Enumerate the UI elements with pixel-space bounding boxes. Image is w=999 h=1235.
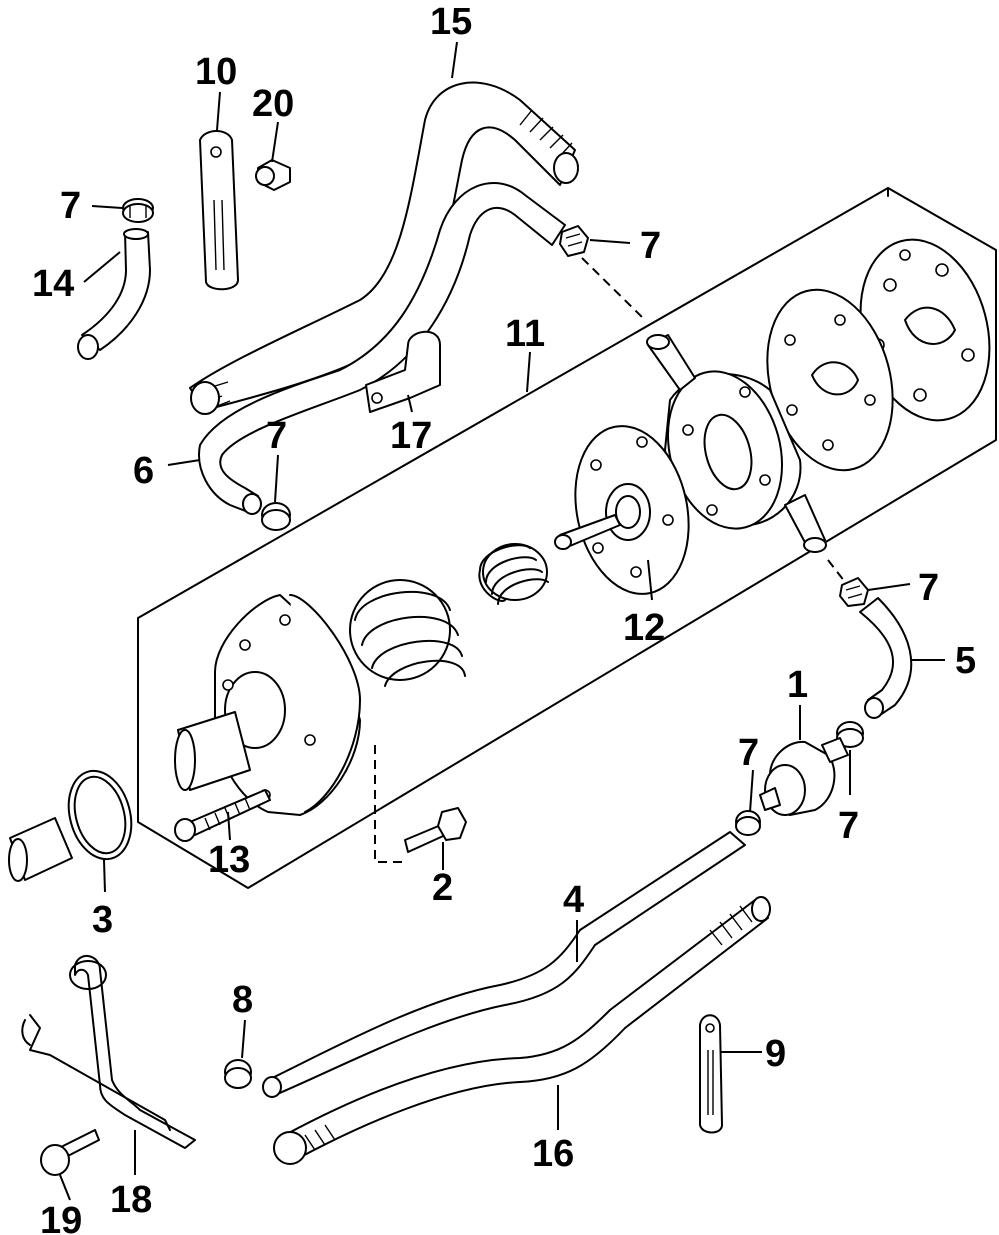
o-ring-3 [67, 769, 133, 861]
hose-5 [859, 597, 913, 719]
diaphragm-12 [554, 425, 690, 595]
bolt-20 [255, 159, 291, 191]
clamp-7-top-left [122, 198, 154, 223]
callout-4: 4 [563, 879, 584, 921]
callout-14: 14 [32, 263, 74, 305]
callout-10: 10 [195, 51, 237, 93]
filter-1 [759, 737, 849, 816]
callout-2: 2 [432, 867, 453, 909]
bolt-2 [404, 807, 467, 853]
callout-7-left-mid: 7 [266, 415, 287, 457]
bolt-19 [40, 1129, 100, 1176]
clamp-7-top-right [559, 225, 589, 257]
dashed-line-right [827, 559, 846, 583]
callout-7-top-right: 7 [640, 225, 661, 267]
callout-20: 20 [252, 83, 294, 125]
fitting-sleeve [8, 817, 73, 882]
leader-lines [59, 41, 945, 1201]
clamp-7-right-mid [839, 577, 869, 607]
large-spring [349, 579, 466, 687]
callout-19: 19 [40, 1200, 82, 1235]
diaphragm-housing [646, 334, 827, 553]
hose-4 [262, 831, 746, 1098]
rear-plate [859, 238, 991, 422]
clip-17 [365, 330, 441, 413]
dashed-line-bolt-2 [374, 745, 405, 863]
callout-11: 11 [505, 313, 545, 355]
hose-6 [198, 181, 566, 515]
callout-3: 3 [92, 899, 113, 941]
dashed-line-top [581, 257, 646, 321]
bracket-9 [699, 1014, 723, 1134]
callout-6: 6 [133, 450, 154, 492]
assembly-box [137, 187, 997, 889]
callout-15: 15 [430, 1, 472, 43]
callout-7-lower-1: 7 [738, 732, 759, 774]
bracket-10 [199, 130, 239, 291]
callout-16: 16 [532, 1133, 574, 1175]
screw-13 [174, 789, 271, 842]
hose-14 [77, 228, 151, 360]
wire-bracket-18 [21, 955, 196, 1149]
callout-9: 9 [765, 1033, 786, 1075]
clamp-8 [224, 1059, 252, 1089]
clamp-7-lower-1 [735, 810, 761, 836]
clamp-7-lower-2 [836, 721, 864, 748]
callout-8: 8 [232, 979, 253, 1021]
callout-1: 1 [787, 664, 808, 706]
callout-7-lower-2: 7 [838, 805, 859, 847]
pump-body [174, 594, 361, 816]
callout-labels: 15 10 20 7 14 7 11 17 7 6 12 7 5 1 7 7 1… [32, 1, 976, 1235]
callout-7-top-left: 7 [60, 185, 81, 227]
small-spring [478, 543, 549, 605]
hose-16 [273, 896, 771, 1165]
gasket-plate [766, 288, 894, 472]
callout-5: 5 [955, 640, 976, 682]
callout-12: 12 [623, 607, 665, 649]
callout-13: 13 [208, 839, 250, 881]
callout-18: 18 [110, 1179, 152, 1221]
clamp-7-left-mid [261, 502, 291, 531]
callout-17: 17 [390, 415, 432, 457]
callout-7-right-mid: 7 [918, 567, 939, 609]
